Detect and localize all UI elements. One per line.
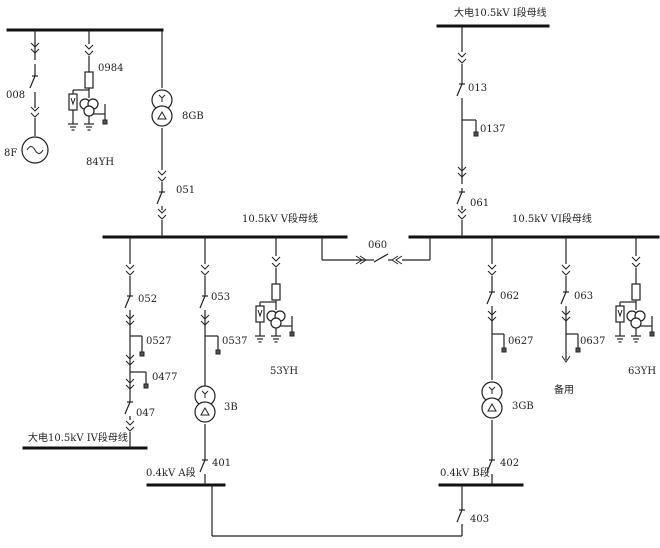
switch-403-label: 403 — [470, 514, 489, 525]
pt-84yh — [68, 30, 107, 130]
feeder-062 — [481, 237, 507, 485]
switch-0627-label: 0627 — [508, 336, 533, 347]
switch-013-label: 013 — [468, 83, 487, 94]
switch-051-label: 051 — [176, 185, 195, 196]
switch-063-label: 063 — [574, 291, 593, 302]
generator-feeder — [21, 30, 49, 164]
pt-84yh-label: 84YH — [86, 157, 114, 168]
transformer-8gb-feeder — [151, 30, 173, 237]
feeder-053 — [194, 237, 221, 485]
switch-053-label: 053 — [211, 292, 230, 303]
bus-v-label: 10.5kV V段母线 — [242, 212, 318, 225]
switch-0137-label: 0137 — [480, 124, 505, 135]
switch-060-label: 060 — [368, 240, 387, 251]
bus-i-label: 大电10.5kV I段母线 — [454, 6, 547, 19]
switch-062-label: 062 — [500, 291, 519, 302]
switch-0537-label: 0537 — [222, 336, 247, 347]
bus-vi-label: 10.5kV VI段母线 — [512, 212, 592, 225]
switch-0527-label: 0527 — [146, 336, 171, 347]
switch-402-label: 402 — [500, 458, 519, 469]
bus-lv-b-label: 0.4kV B段 — [440, 466, 490, 479]
switch-0637-label: 0637 — [580, 336, 605, 347]
spare-feeder-label: 备用 — [554, 383, 574, 396]
switch-061-label: 061 — [470, 198, 489, 209]
bus-lv-a-label: 0.4kV A段 — [146, 466, 196, 479]
feeder-063 — [560, 237, 581, 363]
pt-63yh-label: 63YH — [628, 366, 656, 377]
transformer-3gb-label: 3GB — [512, 401, 534, 412]
lv-tie-403 — [211, 485, 466, 537]
bus-tie-060 — [321, 237, 431, 265]
switch-0984-label: 0984 — [98, 63, 123, 74]
pt-53yh-label: 53YH — [270, 366, 298, 377]
bus-iv-label: 大电10.5kV IV段母线 — [28, 431, 128, 444]
generator-8f-label: 8F — [4, 148, 17, 159]
bus-i-tie-feeder — [456, 26, 479, 237]
transformer-3b-label: 3B — [224, 402, 238, 413]
switch-008-label: 008 — [6, 90, 25, 101]
pt-63yh — [615, 237, 654, 342]
switch-401-label: 401 — [212, 458, 231, 469]
feeder-052 — [124, 237, 149, 448]
transformer-8gb-label: 8GB — [182, 111, 204, 122]
pt-53yh — [255, 237, 294, 342]
switch-0477-label: 0477 — [152, 372, 177, 383]
switch-052-label: 052 — [138, 294, 157, 305]
switch-047-label: 047 — [136, 408, 155, 419]
